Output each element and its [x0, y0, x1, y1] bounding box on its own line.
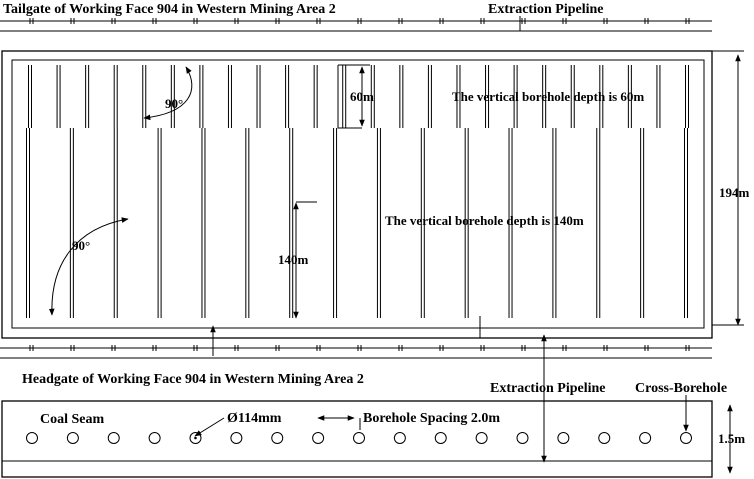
- pipeline-tick-marks-top: [29, 18, 690, 24]
- cross-borehole: [107, 432, 120, 444]
- depth-60m-dimension-extension: [337, 65, 362, 129]
- angle-label-bottom: 90°: [72, 238, 90, 253]
- headgate-title: Headgate of Working Face 904 in Western …: [22, 372, 364, 387]
- depth-140m-dimension-label: 140m: [278, 252, 309, 267]
- coal-seam-label: Coal Seam: [40, 412, 105, 427]
- cross-borehole: [475, 432, 488, 444]
- cross-borehole: [393, 432, 406, 444]
- cross-borehole: [639, 432, 652, 444]
- tailgate-title: Tailgate of Working Face 904 in Western …: [3, 2, 336, 17]
- cross-borehole: [230, 432, 243, 444]
- diameter-label: Ø114mm: [227, 411, 282, 426]
- cross-borehole: [434, 432, 447, 444]
- cross-borehole: [148, 432, 161, 444]
- cross-borehole: [353, 432, 365, 444]
- seam-height-label: 1.5m: [718, 431, 745, 446]
- cross-borehole-label: Cross-Borehole: [635, 381, 727, 396]
- cross-borehole: [312, 432, 325, 444]
- coal-seam-outer-frame: [1, 400, 713, 478]
- long-depth-note: The vertical borehole depth is 140m: [385, 213, 584, 228]
- cross-borehole: [557, 432, 570, 444]
- depth-60m-dimension-label: 60m: [350, 89, 374, 104]
- short-depth-note: The vertical borehole depth is 60m: [452, 89, 644, 104]
- cross-borehole: [271, 432, 284, 444]
- cross-borehole: [66, 432, 79, 444]
- spacing-label: Borehole Spacing 2.0m: [363, 411, 500, 426]
- long-boreholes-group: [26, 128, 688, 318]
- cross-borehole: [598, 432, 611, 444]
- angle-label-top: 90°: [165, 96, 183, 111]
- angle-arc-bottom: [48, 217, 129, 316]
- width-dimension-label: 194m: [719, 185, 750, 200]
- diameter-leader-line: [194, 417, 225, 437]
- pipeline-tick-marks-bottom: [29, 345, 690, 351]
- angle-arc-top: [143, 66, 193, 121]
- borehole-center-dot: [194, 436, 197, 440]
- cross-boreholes-group: [26, 432, 692, 444]
- cross-borehole: [680, 432, 692, 444]
- extraction-pipeline-bottom-label: Extraction Pipeline: [490, 381, 606, 396]
- working-face-inner-frame: [11, 59, 705, 329]
- cross-borehole: [516, 432, 529, 444]
- cross-borehole: [26, 432, 38, 444]
- working-face-outer-frame: [1, 50, 713, 339]
- extraction-pipeline-top-label: Extraction Pipeline: [488, 2, 604, 17]
